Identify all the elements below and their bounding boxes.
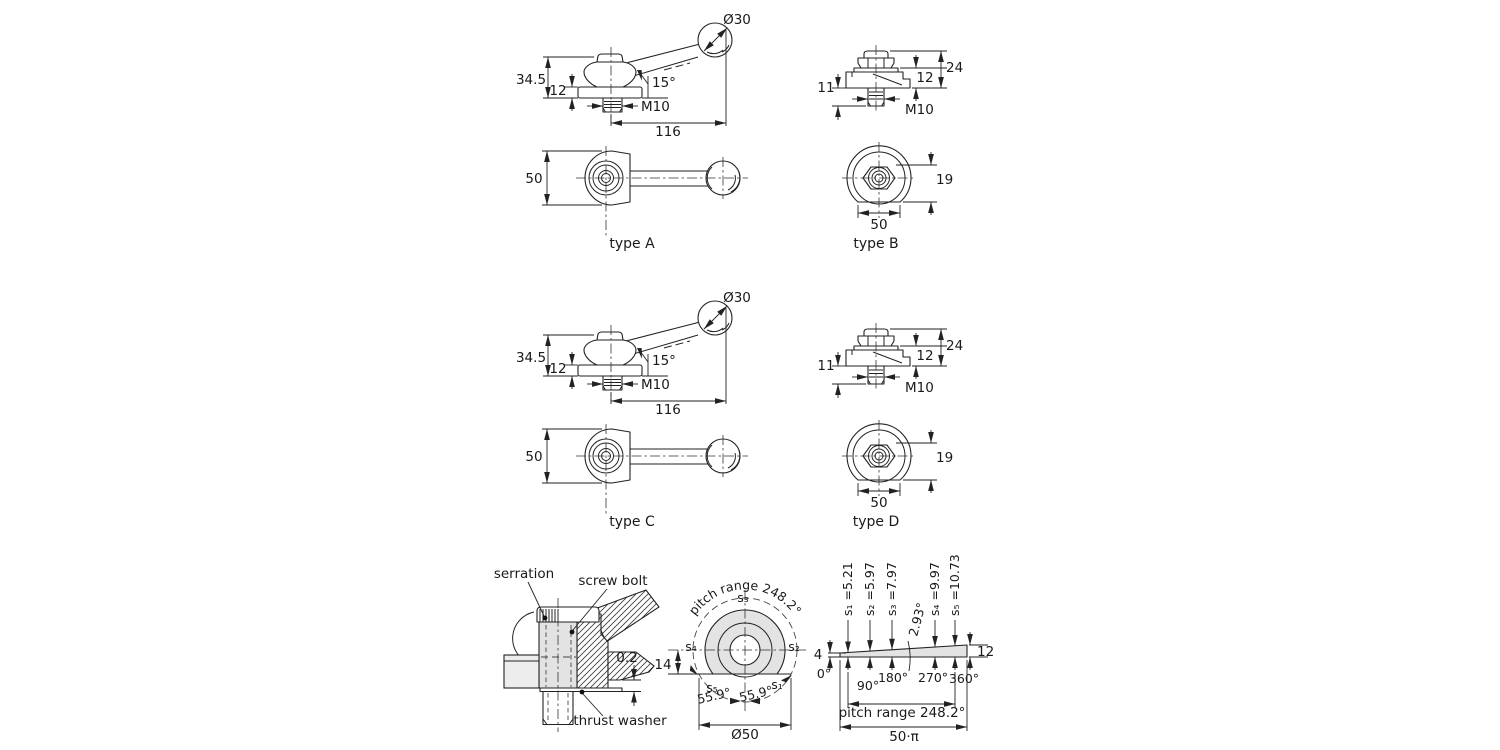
ramp-pitch-range-label: pitch range 248.2° xyxy=(839,705,966,721)
deg180-label: 180° xyxy=(878,670,908,685)
angle-right-label: 55.9° xyxy=(738,682,775,704)
type-b-label: type B xyxy=(853,236,898,252)
s5-label: s₅ xyxy=(706,680,718,695)
s1-label: s₁ xyxy=(771,677,783,692)
s4-label: s₄ xyxy=(685,639,697,654)
ramp-s5-label: s₅ =10.73 xyxy=(947,554,962,616)
dim-offset: 14 xyxy=(654,657,671,673)
deg270-label: 270° xyxy=(918,670,948,685)
serration-knurl xyxy=(539,609,559,622)
thrust-washer-label: thrust washer xyxy=(573,713,667,729)
s3-label: s₃ xyxy=(737,590,749,605)
section-detail-view: 0.2 serration screw bolt thrust washer xyxy=(494,566,667,732)
serration-label: serration xyxy=(494,566,554,582)
deg360-label: 360° xyxy=(949,671,979,686)
type-d-label: type D xyxy=(853,514,900,530)
ramp-s4-label: s₄ =9.97 xyxy=(927,562,942,616)
deg0-label: 0° xyxy=(817,666,831,681)
dim-right-height: 12 xyxy=(977,644,994,660)
ramp-angle-label: 2.93° xyxy=(905,601,928,638)
angle-left-label: 55.9° xyxy=(696,684,733,706)
ramp-diagram: 4 12 s₁ =5.21 s₂ =5.97 s₃ =7.97 2.93° s₄… xyxy=(814,554,994,745)
ramp-s3-label: s₃ =7.97 xyxy=(884,562,899,616)
type-c-label: type C xyxy=(609,514,655,530)
ramp-s2-label: s₂ =5.97 xyxy=(862,562,877,616)
deg90-label: 90° xyxy=(857,678,879,693)
ramp-length-label: 50·π xyxy=(889,729,919,745)
dim-disc-dia: Ø50 xyxy=(731,727,759,743)
type-a-label: type A xyxy=(609,236,655,252)
dim-left-height: 4 xyxy=(814,647,823,663)
dim-clearance: 0.2 xyxy=(616,650,637,666)
pitch-disc-view: pitch range 248.2° s₃ s₄ s₂ s₅ s₁ 55.9° … xyxy=(654,577,806,743)
screw-bolt-label: screw bolt xyxy=(578,573,647,589)
ramp-s1-label: s₁ =5.21 xyxy=(840,562,855,616)
s2-label: s₂ xyxy=(788,639,800,654)
